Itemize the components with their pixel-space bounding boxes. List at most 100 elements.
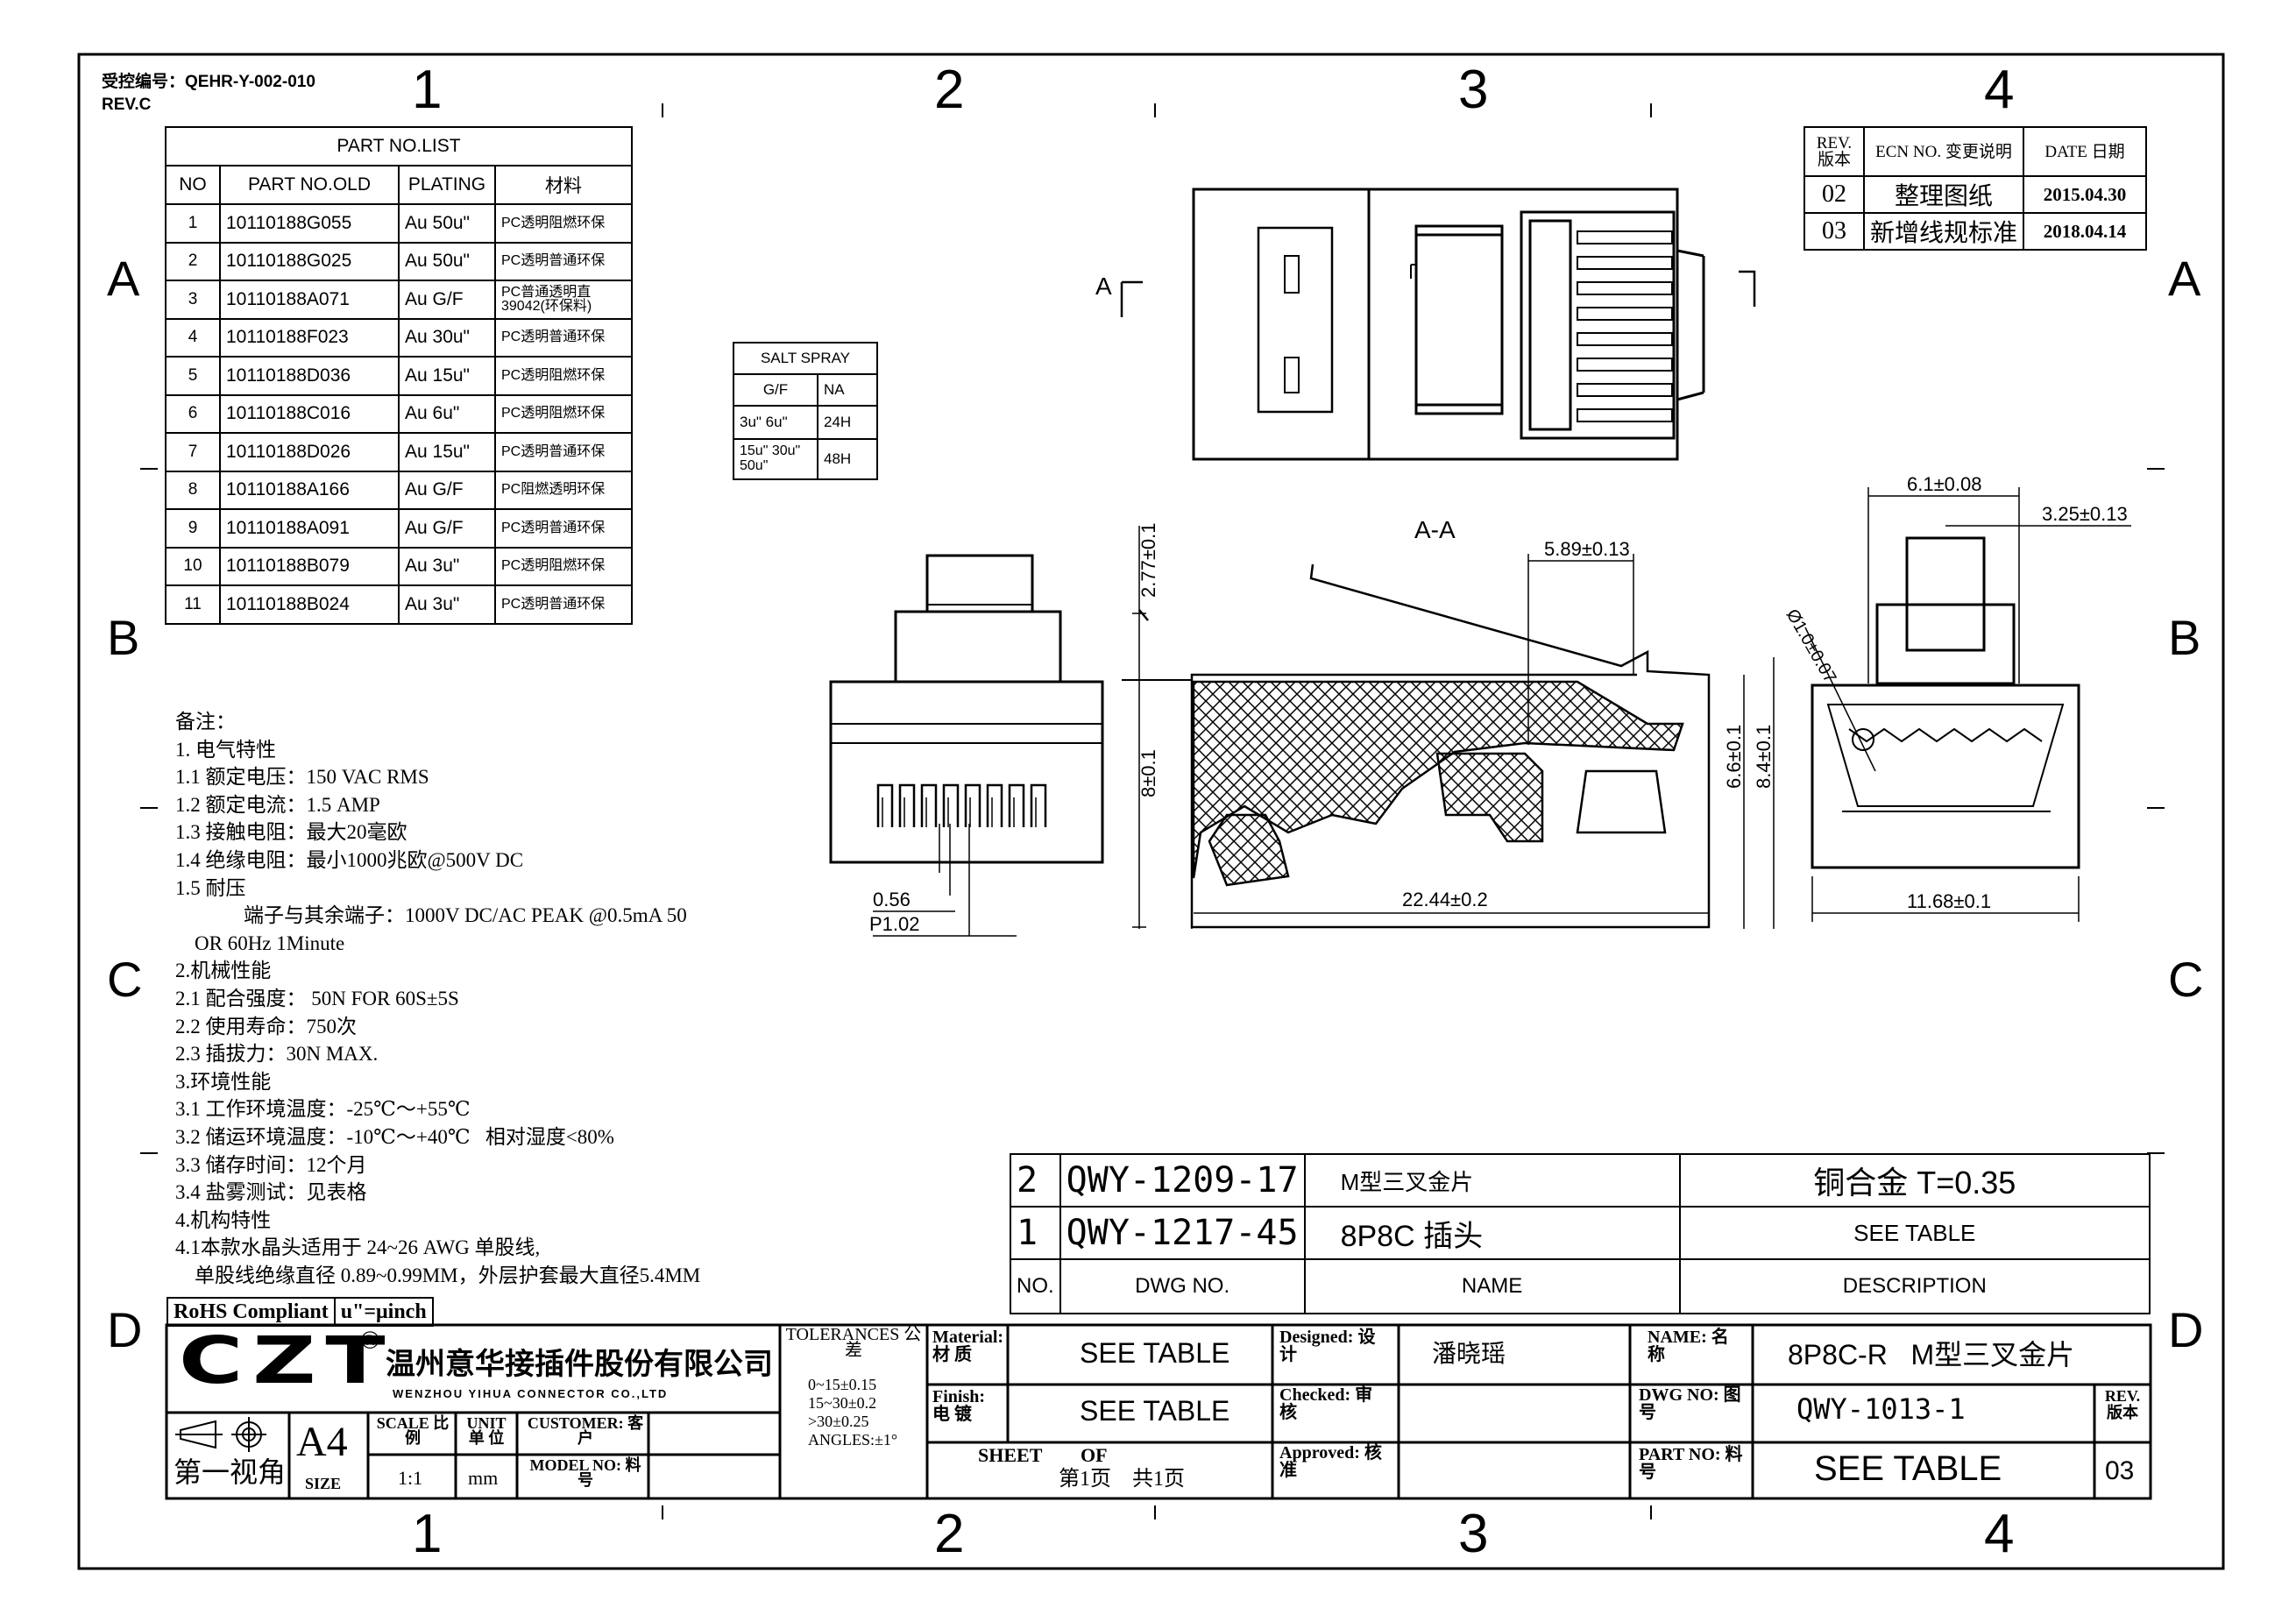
salt-spray-cell: 3u" 6u"	[733, 405, 818, 440]
part-number-cell: 10110188D026	[219, 432, 400, 472]
designed-value: 潘晓瑶	[1432, 1341, 1506, 1368]
material-cell: PC透明普通环保	[494, 508, 633, 549]
dim-61: 6.1±0.08	[1907, 473, 1981, 495]
contact-blade	[1577, 408, 1673, 422]
designed-label: Designed: 设 计	[1279, 1328, 1376, 1364]
zone-row-a-right: A	[2168, 251, 2201, 306]
note-line: 3.3 储存时间：12个月	[175, 1153, 367, 1176]
plating-cell: Au 6u"	[398, 393, 496, 434]
unit-label: UNIT 单 位	[466, 1414, 507, 1447]
section-markers	[1120, 270, 1756, 317]
size-label: SIZE	[305, 1475, 342, 1492]
note-line: 1.1 额定电压：150 VAC RMS	[175, 766, 429, 789]
front-pin	[942, 783, 960, 827]
material-label: Material: 材 质	[932, 1328, 1004, 1364]
top-view-contacts	[1577, 230, 1673, 422]
plating-cell: Au G/F	[398, 280, 496, 320]
top-view	[1192, 188, 1705, 461]
dwg-no-value: QWY-1013-1	[1796, 1392, 1966, 1426]
dim-056: 0.56	[873, 889, 911, 910]
size-value: A4	[296, 1419, 348, 1465]
note-line: 2.3 插拔力：30N MAX.	[175, 1043, 379, 1066]
company-logo: CZT	[179, 1323, 395, 1399]
part-number-cell: 10110188G025	[219, 241, 400, 281]
dim-66: 6.6±0.1	[1723, 725, 1745, 789]
zone-row-b-left: B	[107, 610, 140, 665]
sheet-label: SHEET OF	[978, 1444, 1108, 1466]
part-list-header-plating: PLATING	[398, 165, 496, 205]
part-number-cell: 10110188G055	[219, 203, 400, 244]
bom-name: M型三叉金片	[1303, 1153, 1681, 1208]
dim-277: 2.77±0.1	[1137, 523, 1159, 598]
bom-dwg: QWY-1217-45	[1059, 1206, 1306, 1260]
projection-symbol	[175, 1417, 266, 1452]
contact-blade	[1577, 256, 1673, 270]
note-line: 单股线绝缘直径 0.89~0.99MM，外层护套最大直径5.4MM	[195, 1264, 701, 1286]
tolerance-line: >30±0.25	[808, 1413, 869, 1430]
revision-date: 2018.04.14	[2023, 212, 2147, 251]
material-cell: PC透明普通环保	[494, 317, 633, 358]
revision-date: 2015.04.30	[2023, 175, 2147, 214]
revision-rev: 03	[1803, 212, 1865, 251]
zone-col-3-bottom: 3	[1458, 1504, 1489, 1564]
company-name-en: WENZHOU YIHUA CONNECTOR CO.,LTD	[393, 1387, 669, 1400]
front-pin	[1008, 783, 1025, 827]
bom-header-no: NO.	[1010, 1258, 1061, 1314]
rohs-label: RoHS Compliant	[167, 1297, 336, 1327]
part-number-cell: 10110188F023	[219, 317, 400, 358]
note-line: 3.2 储运环境温度：-10℃～+40℃ 相对湿度<80%	[175, 1125, 614, 1148]
plating-cell: Au 30u"	[398, 317, 496, 358]
part-no-cell: 8	[165, 470, 221, 510]
rev-label: REV. 版本	[2104, 1387, 2141, 1421]
part-no-cell: 1	[165, 203, 221, 244]
contact-blade	[1577, 281, 1673, 295]
zone-col-2-top: 2	[934, 60, 965, 120]
front-pin	[986, 783, 1003, 827]
front-pin	[920, 783, 938, 827]
part-no-cell: 4	[165, 317, 221, 358]
part-list-title: PART NO.LIST	[165, 126, 633, 166]
plating-cell: Au G/F	[398, 508, 496, 549]
zone-col-4-top: 4	[1984, 60, 2015, 120]
note-line: OR 60Hz 1Minute	[195, 931, 345, 954]
plating-cell: Au 3u"	[398, 584, 496, 625]
unit-note: u"=μinch	[333, 1297, 434, 1327]
bom-no: 1	[1010, 1206, 1061, 1260]
section-aa-hatch	[1192, 680, 1684, 879]
bom-header-dwg: DWG NO.	[1059, 1258, 1306, 1314]
finish-label: Finish: 电 镀	[932, 1387, 986, 1424]
revision-rev: 02	[1803, 175, 1865, 214]
material-cell: PC阻燃透明环保	[494, 470, 633, 510]
material-cell: PC透明普通环保	[494, 432, 633, 472]
rev-value: 03	[2105, 1456, 2135, 1485]
salt-spray-header-gf: G/F	[733, 373, 818, 407]
part-no-value: SEE TABLE	[1814, 1449, 2002, 1488]
dim-589: 5.89±0.13	[1544, 538, 1630, 560]
note-line: 备注：	[175, 711, 236, 733]
zone-row-c-left: C	[107, 952, 143, 1007]
zone-col-1-bottom: 1	[412, 1504, 443, 1564]
bom-header-desc: DESCRIPTION	[1678, 1258, 2151, 1314]
logo-registered-mark: ®	[361, 1327, 379, 1354]
dim-1168: 11.68±0.1	[1907, 890, 1991, 912]
part-no-cell: 10	[165, 546, 221, 586]
part-no-cell: 6	[165, 393, 221, 434]
plating-cell: Au G/F	[398, 470, 496, 510]
bom-dwg: QWY-1209-17	[1059, 1153, 1306, 1208]
note-line: 3.环境性能	[175, 1070, 272, 1093]
sheet-value: 第1页 共1页	[1059, 1468, 1185, 1491]
contact-blade	[1577, 383, 1673, 397]
part-number-cell: 10110188A091	[219, 508, 400, 549]
note-line: 2.机械性能	[175, 960, 272, 982]
tolerances-list: 0~15±0.15 15~30±0.2 >30±0.25 ANGLES:±1°	[808, 1376, 897, 1449]
front-pin	[898, 783, 916, 827]
dim-2244: 22.44±0.2	[1402, 889, 1488, 910]
plating-cell: Au 3u"	[398, 546, 496, 586]
